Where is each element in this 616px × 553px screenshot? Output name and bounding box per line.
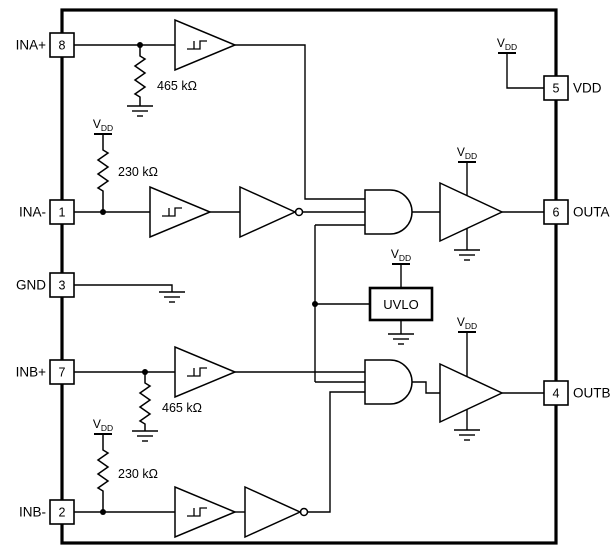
pin-number: 6 — [553, 206, 560, 220]
inverter-bubble — [294, 207, 304, 217]
pin-label: INB- — [19, 505, 46, 520]
vdd-label: VDD — [391, 247, 411, 263]
vdd-flag-230k-b: VDD — [93, 417, 113, 435]
pin-number: 4 — [553, 387, 560, 401]
pin-label: OUTB — [573, 386, 611, 401]
ground-uvlo — [388, 333, 414, 345]
pin-number: 3 — [59, 279, 66, 293]
pin-number: 1 — [59, 206, 66, 220]
pin-number: 8 — [59, 39, 66, 53]
vdd-flag-driver-a: VDD — [457, 145, 477, 163]
pin-label: INB+ — [16, 365, 47, 380]
pin-label: INA+ — [16, 38, 47, 53]
pin-label: INA- — [19, 205, 46, 220]
and-gate-b — [364, 359, 413, 405]
resistor-label: 230 kΩ — [118, 165, 158, 179]
ground-gnd-pin — [159, 291, 185, 303]
schmitt-trigger-inb-minus — [174, 485, 237, 539]
resistor-inb-minus-pullup: 230 kΩ — [96, 434, 158, 512]
ic-boundary — [60, 8, 558, 545]
vdd-flag-pin5: VDD — [497, 36, 517, 54]
resistor-label: 465 kΩ — [157, 79, 197, 93]
pin-label: OUTA — [573, 205, 610, 220]
vdd-flag-driver-b: VDD — [457, 315, 477, 333]
inverter-ina-minus — [239, 185, 304, 239]
ground-ina-plus-resistor — [127, 105, 153, 117]
pin-number: 7 — [59, 366, 66, 380]
vdd-flag-230k-a: VDD — [93, 117, 113, 135]
resistor-label: 230 kΩ — [118, 467, 158, 481]
pin-ina-plus: 8 INA+ — [16, 32, 75, 58]
vdd-label: VDD — [497, 36, 517, 52]
resistor-ina-plus-pulldown: 465 kΩ — [133, 45, 197, 106]
pin-label: VDD — [573, 81, 602, 96]
pin-vdd: 5 VDD — [543, 75, 602, 101]
vdd-label: VDD — [457, 145, 477, 161]
ground-driver-b — [454, 429, 480, 441]
schmitt-trigger-ina-plus — [174, 18, 237, 72]
pin-gnd: 3 GND — [16, 272, 75, 298]
pin-label: GND — [16, 278, 46, 293]
pin-number: 5 — [553, 82, 560, 96]
vdd-label: VDD — [93, 117, 113, 133]
pin-inb-minus: 2 INB- — [19, 499, 75, 525]
output-driver-a — [439, 181, 504, 243]
and-gate-a — [364, 189, 413, 235]
pin-ina-minus: 1 INA- — [19, 199, 75, 225]
inverter-inb-minus — [244, 485, 309, 539]
vdd-flag-uvlo: VDD — [391, 247, 411, 265]
output-driver-b — [439, 362, 504, 424]
uvlo-block: UVLO — [368, 286, 434, 322]
resistor-ina-minus-pullup: 230 kΩ — [96, 134, 158, 212]
vdd-label: VDD — [457, 315, 477, 331]
pin-outa: 6 OUTA — [543, 199, 610, 225]
pin-number: 2 — [59, 506, 66, 520]
junction-dots — [100, 42, 318, 515]
ground-inb-plus-resistor — [132, 430, 158, 442]
uvlo-label: UVLO — [383, 297, 418, 312]
resistor-inb-plus-pulldown: 465 kΩ — [138, 372, 202, 431]
resistor-label: 465 kΩ — [162, 401, 202, 415]
pin-outb: 4 OUTB — [543, 380, 611, 406]
schmitt-trigger-ina-minus — [149, 185, 212, 239]
ground-driver-a — [454, 249, 480, 261]
vdd-label: VDD — [93, 417, 113, 433]
pin-inb-plus: 7 INB+ — [16, 359, 75, 385]
schmitt-trigger-inb-plus — [174, 345, 237, 399]
inverter-bubble — [299, 507, 309, 517]
wires — [74, 44, 544, 513]
